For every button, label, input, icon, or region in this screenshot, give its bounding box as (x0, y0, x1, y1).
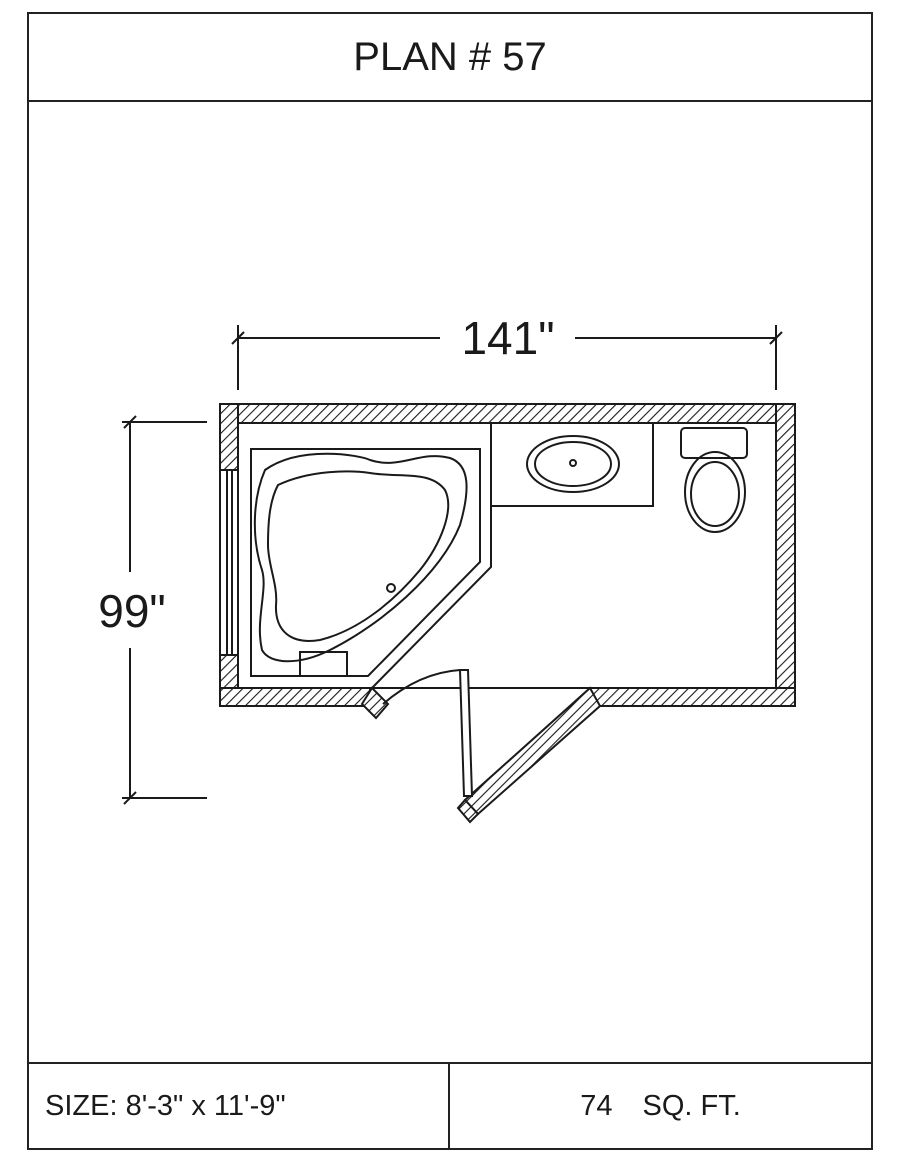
toilet (680, 427, 748, 533)
size-label: SIZE: 8'-3" x 11'-9" (29, 1064, 450, 1148)
plan-frame: PLAN # 57 SIZE: 8'-3" x 11'-9" 74 SQ. FT… (27, 12, 873, 1150)
walls (219, 403, 796, 824)
bathtub (250, 423, 492, 689)
area-unit: SQ. FT. (642, 1089, 741, 1122)
vanity-sink (490, 422, 654, 507)
area-label: 74 SQ. FT. (450, 1064, 871, 1148)
area-value: 74 (580, 1089, 613, 1122)
height-label: 99" (98, 585, 166, 637)
footer: SIZE: 8'-3" x 11'-9" 74 SQ. FT. (29, 1062, 871, 1148)
width-label: 141" (461, 312, 554, 364)
width-dimension (231, 325, 783, 390)
window (219, 469, 239, 656)
height-dimension (122, 415, 207, 805)
plan-title: PLAN # 57 (29, 14, 871, 102)
door (382, 669, 474, 797)
